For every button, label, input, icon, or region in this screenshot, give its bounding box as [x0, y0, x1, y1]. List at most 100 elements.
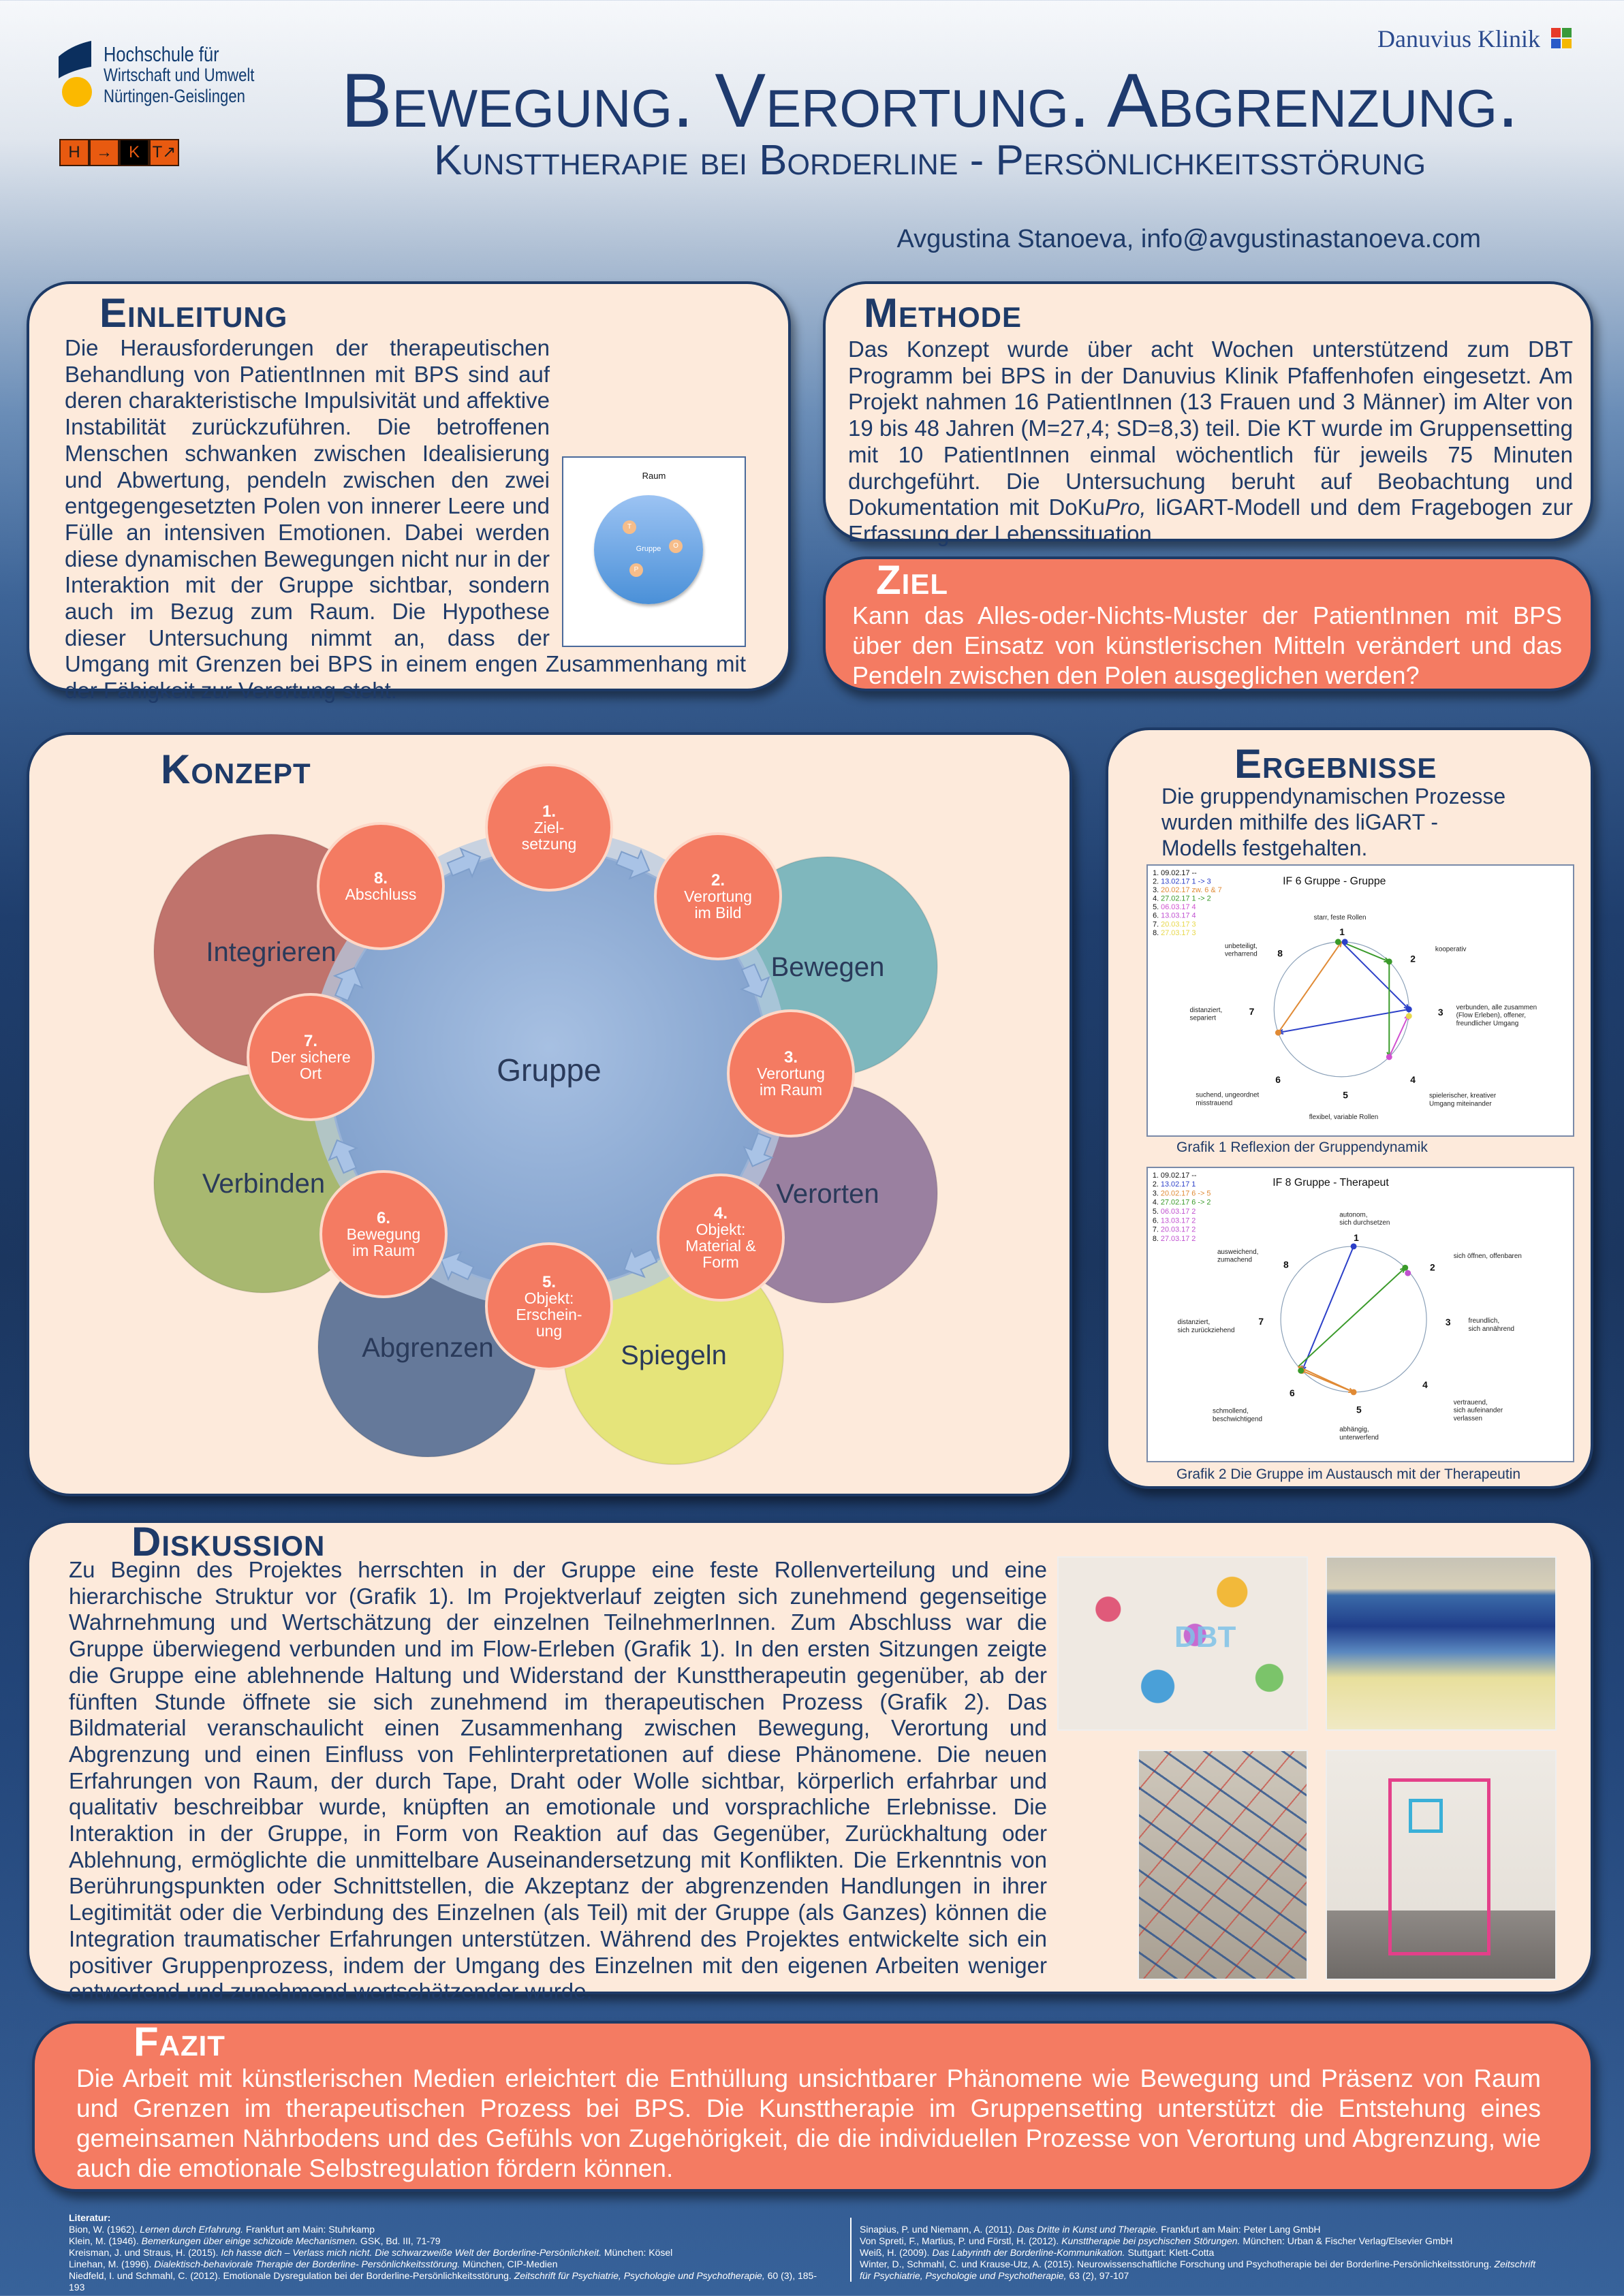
cycle-arrow-icon	[332, 966, 364, 1002]
legend-date: 09.02.17	[1161, 1171, 1191, 1180]
legend-value: 2	[1191, 1226, 1196, 1234]
legend-value: 1 -> 2	[1192, 895, 1211, 903]
scale-label-1-line: autonom,	[1339, 1211, 1367, 1218]
legend-number: 6.	[1153, 912, 1161, 920]
legend-value: --	[1192, 869, 1198, 877]
arrow-shape	[328, 1139, 359, 1174]
legend-value: --	[1191, 1171, 1197, 1180]
poster-subtitle: Kunsttherapie bei Borderline - Persönlic…	[433, 137, 1426, 184]
legend-date: 13.03.17	[1161, 1216, 1191, 1225]
legend-entry: 6. 13.03.17 4	[1153, 912, 1196, 920]
step-label: im Raum	[760, 1081, 822, 1099]
legend-entry: 3. 20.02.17 zw. 6 & 7	[1153, 886, 1222, 894]
scale-number-7: 7	[1258, 1316, 1264, 1327]
graph-2-gruppe-therapeut: 1. 09.02.17 --2. 13.02.17 13. 20.02.17 6…	[1146, 1167, 1574, 1462]
scale-label-1: starr, feste Rollen	[1314, 914, 1367, 922]
scale-label-3-line: freundlicher Umgang	[1456, 1020, 1519, 1028]
figure-label-raum: Raum	[642, 471, 666, 481]
step-label: Material &	[685, 1237, 756, 1255]
legend-value: 1	[1191, 1180, 1196, 1189]
scale-label-5: abhängig,unterwerfend	[1339, 1426, 1379, 1441]
ergebnisse-heading: Ergebnisse	[1234, 741, 1437, 787]
hkt-logo-k: K	[119, 139, 149, 166]
literatur-divider	[850, 2218, 852, 2282]
legend-entry: 8. 27.03.17 2	[1153, 1235, 1196, 1243]
scale-label-3: freundlich,sich annährend	[1469, 1317, 1515, 1333]
legend-date: 09.02.17	[1161, 869, 1191, 877]
graph-title: IF 6 Gruppe - Gruppe	[1283, 876, 1386, 887]
hkt-logo-arrow: →	[89, 139, 119, 166]
literatur-item: Sinapius, P. und Niemann, A. (2011). Das…	[860, 2224, 1321, 2235]
scale-number-3: 3	[1438, 1007, 1443, 1018]
tape-frame-cyan	[1409, 1799, 1443, 1833]
scale-label-8: ausweichend,zumachend	[1217, 1248, 1258, 1264]
scale-label-5-line: flexibel, variable Rollen	[1309, 1114, 1379, 1121]
scale-number-8: 8	[1277, 948, 1283, 959]
legend-date: 27.03.17	[1161, 1235, 1191, 1243]
legend-date: 27.02.17	[1161, 1199, 1191, 1207]
scale-number-8: 8	[1283, 1259, 1289, 1270]
photo-tape-frame	[1326, 1750, 1557, 1980]
clinic-logo-icon	[1551, 28, 1572, 48]
session-dot	[1350, 1243, 1357, 1250]
step-label: Objekt:	[525, 1289, 574, 1307]
arrow-shape	[739, 963, 770, 998]
legend-value: 3	[1192, 929, 1196, 937]
session-dot	[1334, 939, 1341, 945]
legend-number: 3.	[1153, 886, 1161, 894]
legend-number: 2.	[1153, 1180, 1161, 1189]
step-number: 2.	[711, 871, 725, 890]
scale-number-2: 2	[1410, 954, 1416, 964]
literatur-item: Von Spreti, F., Martius, P. und Förstl, …	[860, 2235, 1453, 2246]
university-logo: Hochschule für Wirtschaft und Umwelt Nür…	[59, 40, 263, 114]
step-label: Der sichere	[270, 1048, 351, 1066]
session-dot	[1350, 1389, 1357, 1396]
session-dot	[1298, 1367, 1305, 1374]
legend-value: 2	[1191, 1235, 1196, 1243]
session-dot	[1405, 1270, 1411, 1276]
step-number: 1.	[542, 802, 556, 821]
scale-label-8-line: unbeteiligt,	[1225, 943, 1258, 950]
transition-arrow	[1388, 1014, 1409, 1058]
legend-number: 8.	[1153, 1235, 1161, 1243]
cycle-arrow-icon	[446, 847, 482, 879]
step-label: setzung	[522, 835, 577, 853]
step-circle	[485, 764, 613, 892]
scale-label-4-line: verlassen	[1454, 1415, 1482, 1423]
step-circle	[654, 832, 782, 960]
transition-arrow	[1278, 1008, 1409, 1034]
transition-arrow	[1298, 1366, 1354, 1393]
scale-label-8: unbeteiligt,verharrend	[1225, 943, 1258, 958]
step-number: 3.	[784, 1048, 798, 1067]
scale-label-5-line: unterwerfend	[1339, 1434, 1379, 1441]
legend-entry: 4. 27.02.17 6 -> 2	[1153, 1199, 1211, 1207]
scale-number-1: 1	[1354, 1232, 1359, 1243]
cycle-arrow-icon	[739, 963, 770, 998]
legend-number: 4.	[1153, 1199, 1161, 1207]
scale-label-4-line: vertrauend,	[1454, 1399, 1488, 1406]
scale-number-5: 5	[1356, 1404, 1362, 1415]
step-label: Bewegung	[347, 1225, 421, 1243]
legend-date: 06.03.17	[1161, 903, 1191, 911]
legend-date: 06.03.17	[1161, 1208, 1191, 1216]
legend-number: 1.	[1153, 1171, 1161, 1180]
diskussion-text: Zu Beginn des Projektes herrschten in de…	[69, 1557, 1047, 2004]
scale-number-4: 4	[1410, 1074, 1416, 1085]
petal-label-verorten: Verorten	[776, 1179, 879, 1209]
transition-arrow	[1301, 1246, 1355, 1371]
legend-entry: 1. 09.02.17 --	[1153, 1171, 1197, 1180]
scale-label-6-line: schmollend,	[1213, 1408, 1249, 1415]
step-circle	[247, 993, 375, 1121]
step-circle	[485, 1242, 613, 1370]
hkt-logo-h: H	[59, 139, 89, 166]
literatur-right: Sinapius, P. und Niemann, A. (2011). Das…	[860, 2224, 1541, 2282]
step-number: 7.	[304, 1032, 317, 1050]
gruppe-label: Gruppe	[497, 1052, 601, 1088]
legend-entry: 6. 13.03.17 2	[1153, 1216, 1196, 1225]
step-label: im Bild	[694, 904, 741, 922]
clinic-logo: Danuvius Klinik	[1377, 25, 1572, 53]
